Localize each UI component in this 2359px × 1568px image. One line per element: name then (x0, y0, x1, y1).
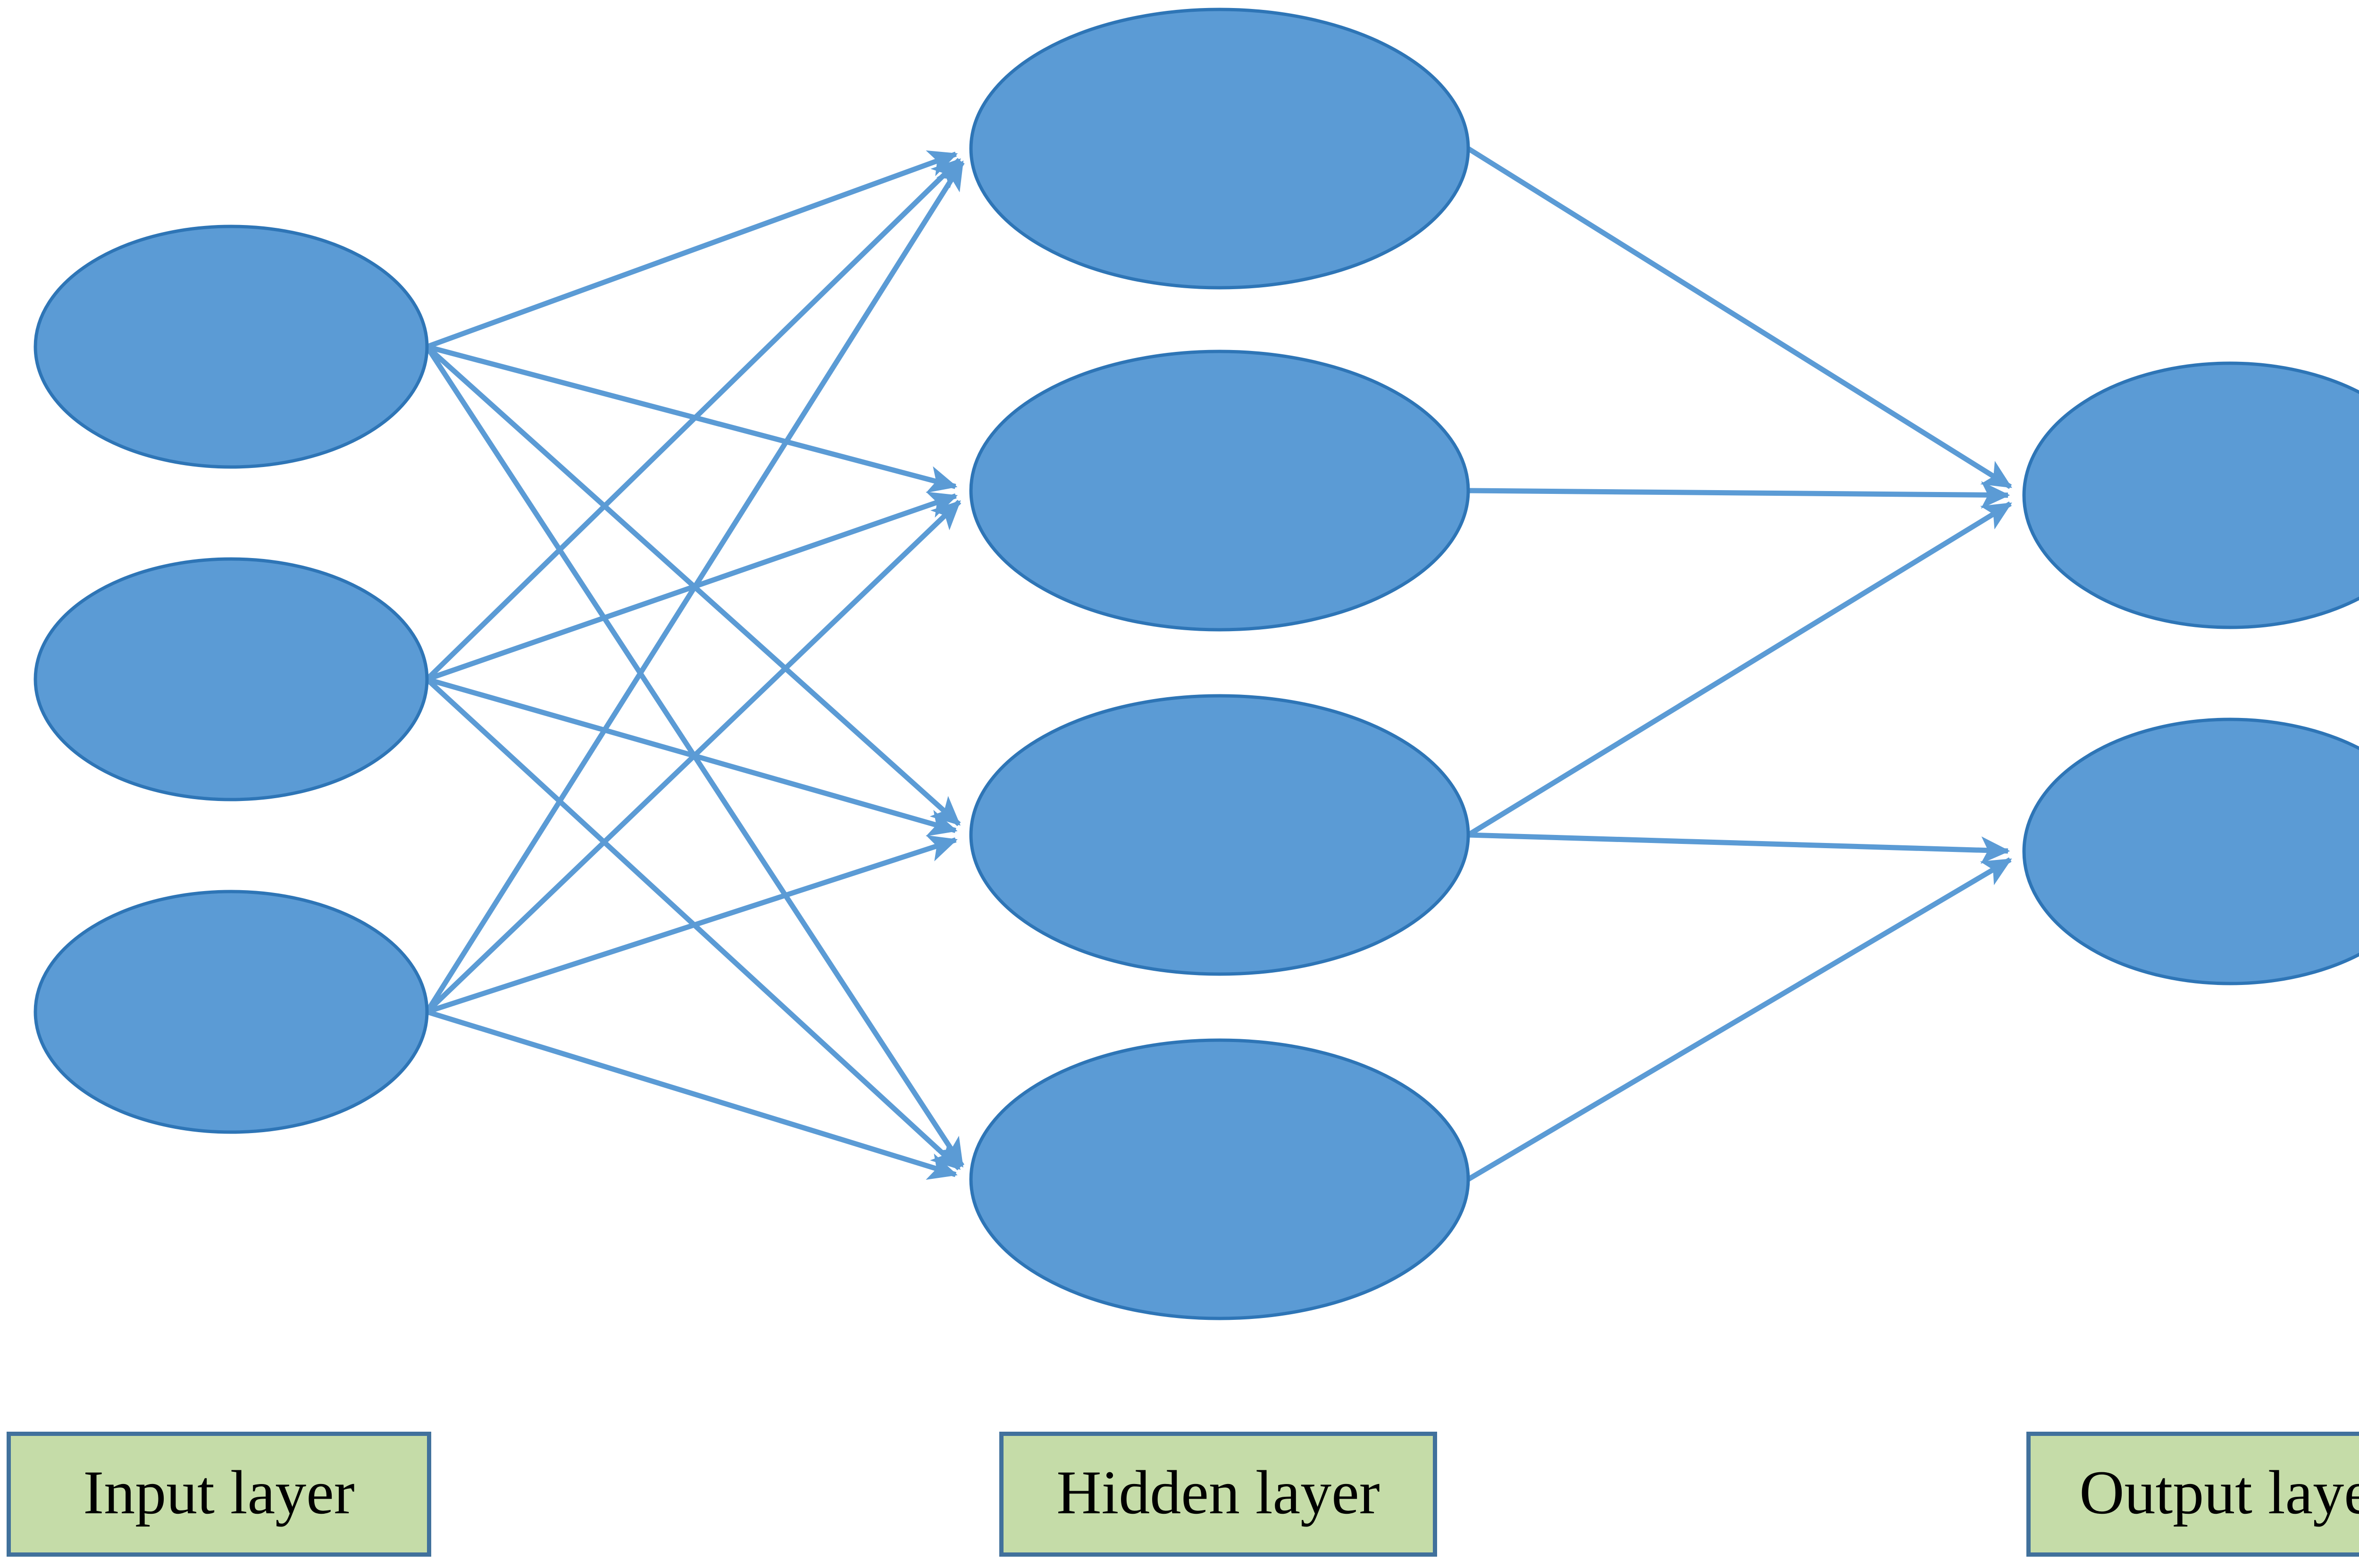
neuron-hidden-2[interactable] (969, 350, 1470, 632)
neuron-hidden-1[interactable] (969, 8, 1470, 290)
connection-i3-to-h1 (425, 160, 965, 1013)
connection-h3-to-o2 (1468, 832, 2010, 864)
neuron-output-2[interactable] (2022, 717, 2359, 985)
layer-label-input: Input layer (7, 1432, 431, 1557)
edge-layer (425, 146, 2012, 1182)
layer-label-input-text: Input layer (83, 1457, 355, 1527)
connection-i3-to-h3 (426, 835, 958, 1015)
connection-h1-to-o1 (1467, 146, 2012, 489)
layer-label-hidden: Hidden layer (999, 1432, 1437, 1557)
connection-h3-to-o1 (1467, 501, 2012, 837)
connection-i1-to-h1 (426, 150, 958, 350)
neuron-hidden-3[interactable] (969, 694, 1470, 976)
neuron-input-1[interactable] (33, 225, 429, 469)
connection-i2-to-h1 (425, 158, 962, 681)
layer-label-hidden-text: Hidden layer (1056, 1457, 1380, 1527)
connection-h4-to-o2 (1467, 857, 2012, 1182)
connection-i2-to-h3 (426, 676, 958, 836)
neuron-output-1[interactable] (2022, 361, 2359, 629)
layer-label-output: Output layer (2026, 1432, 2359, 1557)
connection-i3-to-h4 (426, 1009, 958, 1180)
neuron-input-2[interactable] (33, 557, 429, 801)
connection-i3-to-h2 (425, 500, 962, 1014)
neuron-hidden-4[interactable] (969, 1038, 1470, 1320)
layer-label-output-text: Output layer (2079, 1457, 2359, 1527)
connection-h2-to-o1 (1468, 481, 2010, 509)
connection-i1-to-h2 (426, 344, 958, 493)
node-layer (33, 8, 2359, 1320)
neuron-input-3[interactable] (33, 890, 429, 1134)
